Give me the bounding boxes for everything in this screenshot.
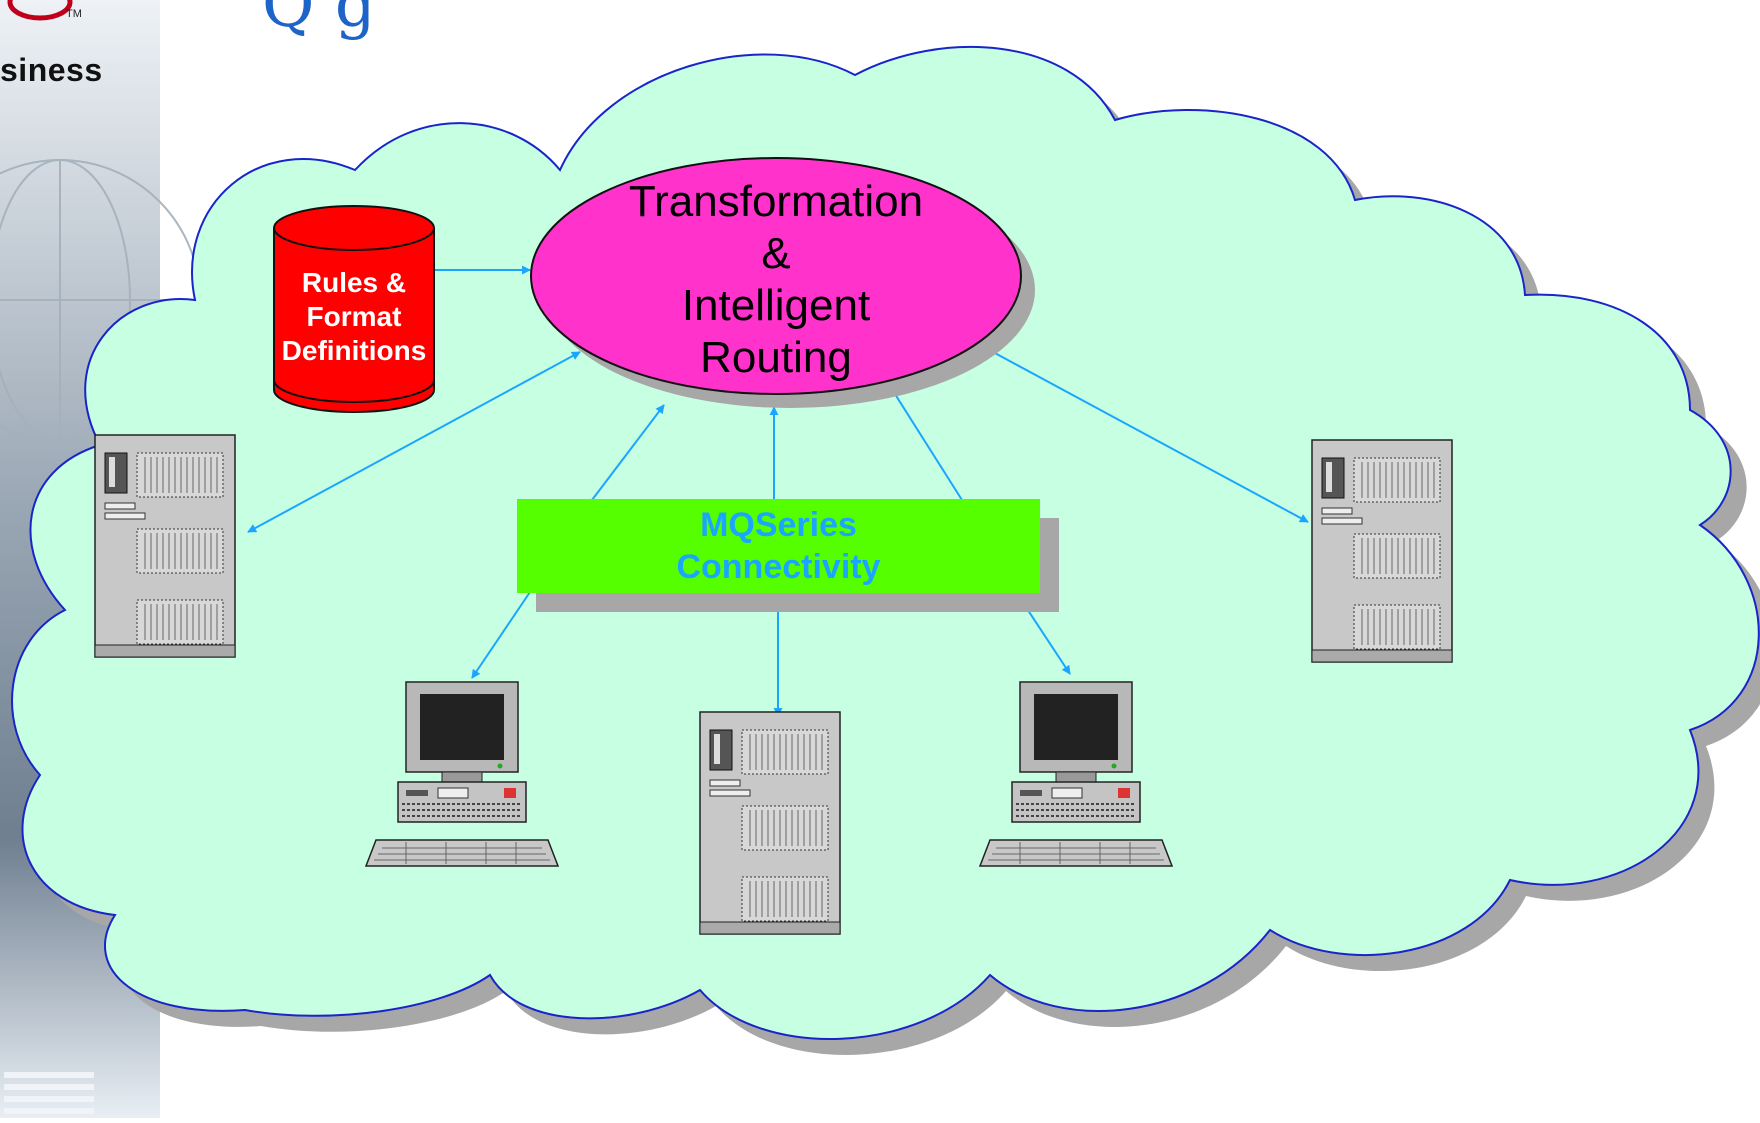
hub-node — [530, 157, 1022, 395]
brand-text: siness — [0, 52, 103, 88]
arrow-hub-server-left — [247, 351, 581, 533]
db-line: Rules & — [301, 267, 407, 298]
arrow-mq-to-hub-3 — [887, 382, 963, 501]
mq-node — [517, 499, 1040, 593]
trademark-mark: TM — [66, 8, 82, 20]
hub-line: & — [761, 229, 791, 278]
server-left — [94, 434, 236, 658]
mq-line: MQSeries — [700, 506, 857, 544]
db-line: Definitions — [281, 335, 427, 366]
ibm-logo — [4, 1072, 94, 1114]
mq-label: MQSeries Connectivity — [517, 504, 1040, 588]
connectors — [247, 265, 1309, 717]
mq-line: Connectivity — [676, 548, 881, 586]
page-title: Q g — [262, 0, 376, 42]
server-center — [699, 711, 841, 935]
arrow-mq-to-hub-1 — [591, 404, 665, 501]
logo-swoosh — [7, 0, 73, 21]
db-line: Format — [306, 301, 402, 332]
arrow-mq-to-workstation-left — [471, 591, 531, 679]
hub-line: Intelligent — [681, 281, 871, 330]
hub-line: Transformation — [628, 177, 924, 226]
arrow-hub-server-right — [979, 344, 1309, 523]
hub-line: Routing — [700, 333, 852, 382]
database-icon — [273, 205, 435, 413]
hub-label: Transformation & Intelligent Routing — [576, 176, 976, 384]
server-right — [1311, 439, 1453, 663]
database-label: Rules & Format Definitions — [270, 266, 438, 368]
